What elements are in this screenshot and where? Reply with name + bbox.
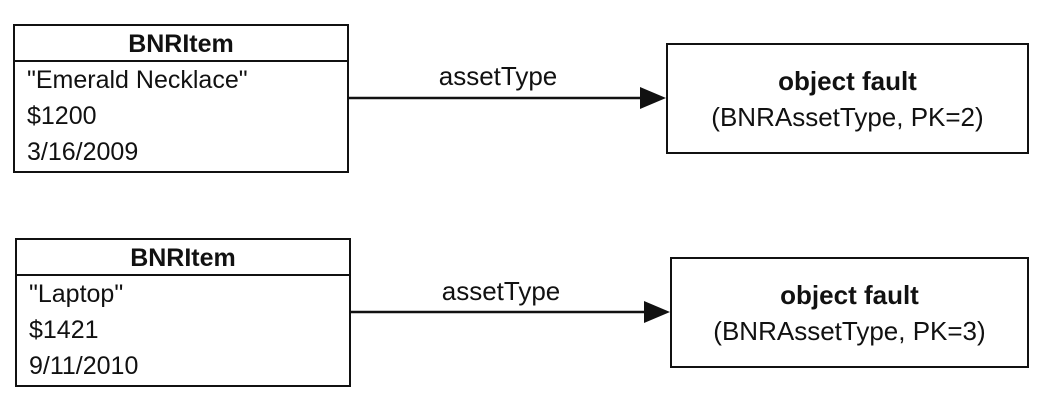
bnritem-box-laptop: BNRItem "Laptop" $1421 9/11/2010: [15, 238, 351, 387]
relationship-label: assetType: [441, 276, 561, 306]
fault-detail: (BNRAssetType, PK=2): [711, 101, 984, 132]
object-fault-box-pk2: object fault (BNRAssetType, PK=2): [666, 43, 1029, 154]
arrowhead: [644, 301, 670, 323]
relationship-label: assetType: [438, 61, 558, 91]
arrow-row-2: [351, 301, 670, 323]
fault-detail: (BNRAssetType, PK=3): [713, 315, 986, 346]
arrowhead: [640, 87, 666, 109]
item-class-title: BNRItem: [17, 240, 349, 276]
item-price-value: $1421: [29, 316, 99, 344]
item-name-value: "Emerald Necklace": [27, 66, 248, 94]
item-class-title: BNRItem: [15, 26, 347, 62]
item-date-value: 3/16/2009: [27, 138, 139, 166]
bnritem-box-emerald-necklace: BNRItem "Emerald Necklace" $1200 3/16/20…: [13, 24, 349, 173]
item-date-value: 9/11/2010: [29, 352, 139, 380]
fault-title: object fault: [780, 279, 919, 310]
fault-title: object fault: [778, 65, 917, 96]
object-fault-box-pk3: object fault (BNRAssetType, PK=3): [670, 257, 1029, 368]
item-price-value: $1200: [27, 102, 97, 130]
item-name-value: "Laptop": [29, 280, 124, 308]
arrow-row-1: [349, 87, 666, 109]
